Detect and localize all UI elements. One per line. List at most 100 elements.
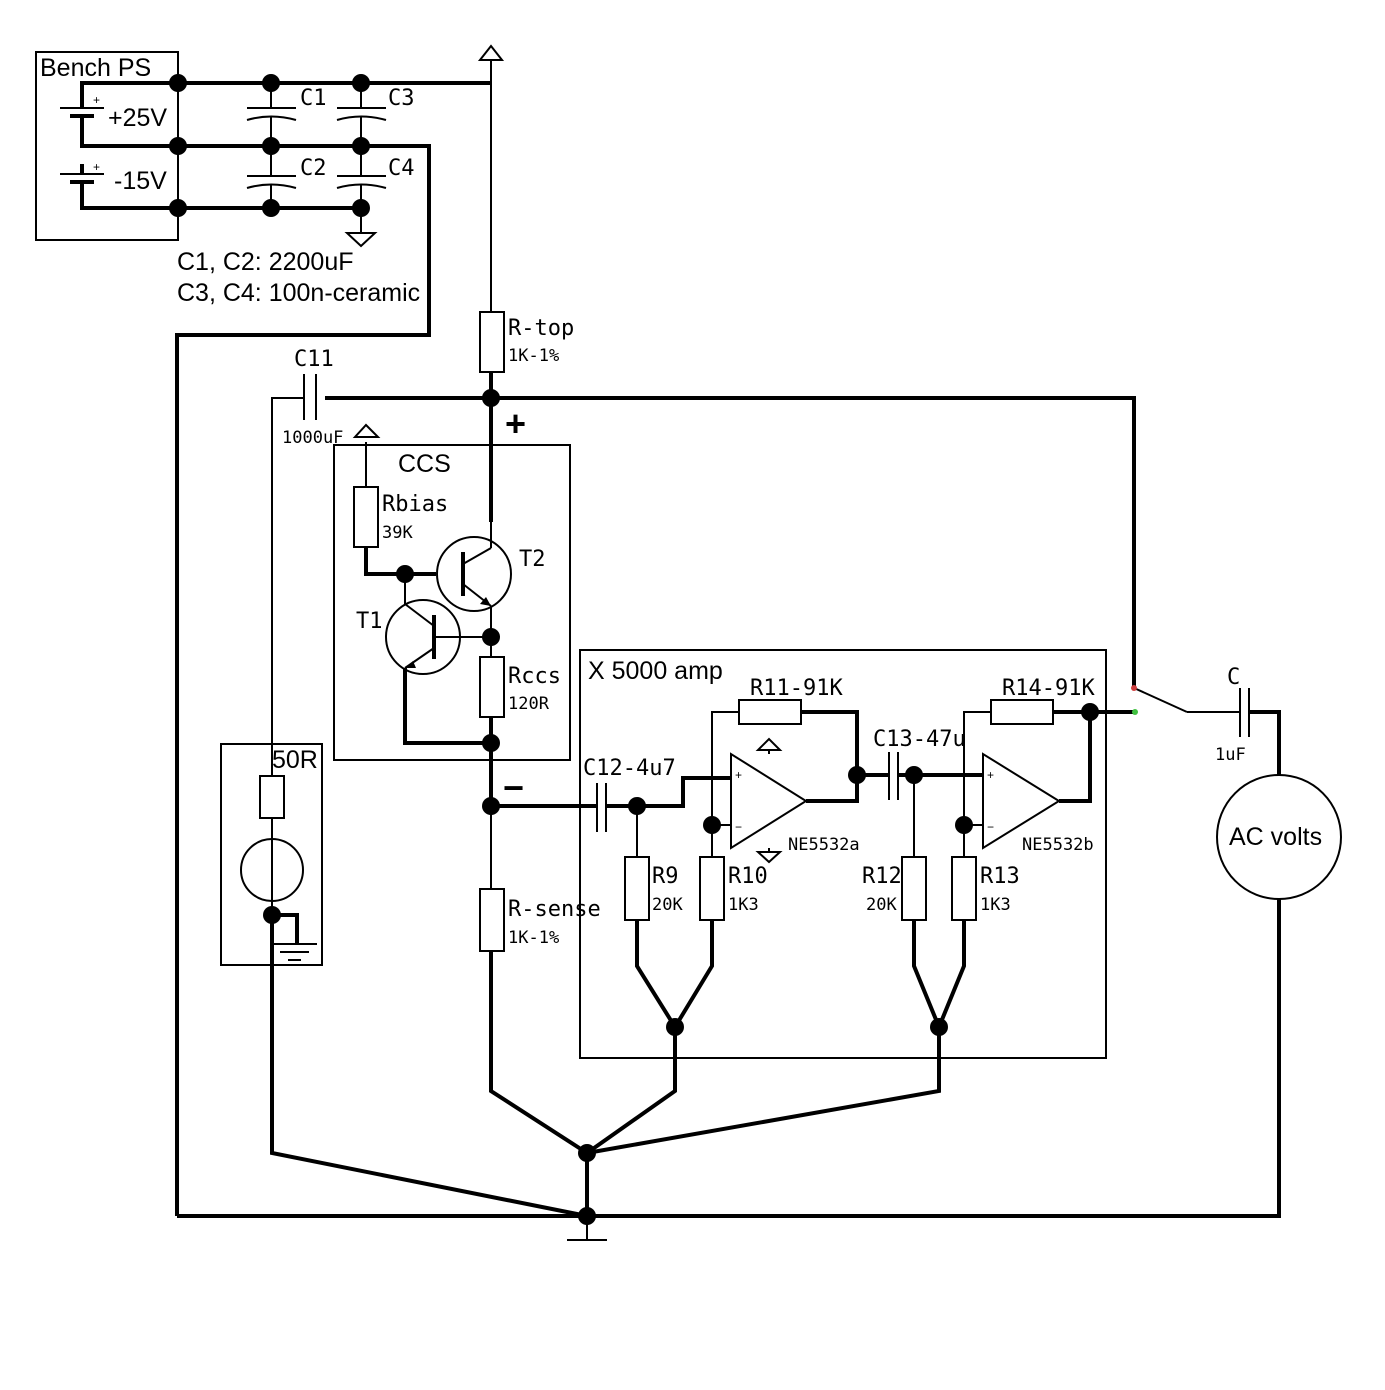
capacitor-c4-icon bbox=[336, 146, 387, 208]
battery-15v-pole: + bbox=[93, 160, 100, 174]
supply-arrow-icon bbox=[477, 44, 505, 61]
r14-resistor bbox=[990, 699, 1054, 725]
r12-resistor bbox=[901, 856, 927, 921]
rbias-resistor bbox=[353, 486, 379, 548]
c11-value: 1000uF bbox=[282, 428, 343, 448]
c12-label: C12-4u7 bbox=[583, 756, 676, 781]
meter-50r-gauge-icon bbox=[240, 838, 304, 902]
battery-25v-pole: + bbox=[93, 93, 100, 107]
c-out-label: C bbox=[1227, 665, 1240, 690]
transistor-t1-icon bbox=[385, 574, 491, 675]
rsense-ground-wire bbox=[489, 951, 589, 1155]
capacitor-c3-icon bbox=[336, 83, 387, 146]
bench-ps-label: Bench PS bbox=[40, 54, 151, 82]
capacitor-c13-icon bbox=[888, 752, 899, 800]
amp-label: X 5000 amp bbox=[588, 657, 723, 685]
cap-note-line1: C1, C2: 2200uF bbox=[177, 248, 354, 276]
rccs-value: 120R bbox=[508, 694, 550, 714]
c1-label: C1 bbox=[300, 86, 327, 111]
r10-lower-wire bbox=[673, 920, 714, 1029]
chassis-ground-icon bbox=[272, 943, 317, 961]
r9-lower-wire bbox=[635, 920, 677, 1029]
supply-15v-label: -15V bbox=[114, 167, 167, 195]
rbias-supply-arrow-icon bbox=[352, 423, 381, 438]
t1-label: T1 bbox=[356, 609, 383, 634]
battery-25v-icon bbox=[60, 98, 104, 126]
plus-node-wire bbox=[325, 396, 1136, 688]
c13-label: C13-47u bbox=[873, 727, 966, 752]
capacitor-c11-icon bbox=[303, 374, 317, 420]
meter-return-wire bbox=[177, 899, 1281, 1218]
r10-label: R10 bbox=[728, 864, 768, 889]
r-top-label: R-top bbox=[508, 316, 574, 341]
meter-50r-return-wire bbox=[270, 915, 588, 1218]
r-sense-label: R-sense bbox=[508, 897, 601, 922]
rccs-label: Rccs bbox=[508, 664, 561, 689]
opb-output-wire bbox=[1059, 712, 1092, 803]
c2-label: C2 bbox=[300, 156, 327, 181]
r14-label: R14-91K bbox=[1002, 676, 1095, 701]
r-sense-value: 1K-1% bbox=[508, 928, 559, 948]
capacitor-c2-icon bbox=[246, 146, 297, 208]
amp-a-ground-wire bbox=[585, 1027, 677, 1155]
meter-input-wire bbox=[1249, 710, 1281, 776]
r11-resistor bbox=[738, 699, 802, 725]
battery-15v-icon bbox=[60, 164, 104, 192]
r9-resistor bbox=[624, 856, 650, 921]
r-sense-resistor bbox=[479, 888, 505, 952]
meter-50r-resistor bbox=[259, 775, 285, 819]
capacitor-c12-icon bbox=[596, 783, 607, 832]
opamp-a-supply-arrow-icon bbox=[755, 737, 783, 751]
r10-resistor bbox=[699, 856, 725, 921]
capacitor-c-out-icon bbox=[1239, 688, 1250, 737]
opamp-a-label: NE5532a bbox=[788, 835, 860, 855]
r13-lower-wire bbox=[937, 920, 966, 1028]
opamp-a-ground-arrow-icon bbox=[755, 851, 783, 864]
r12-label: R12 bbox=[862, 864, 902, 889]
c11-label: C11 bbox=[294, 347, 334, 372]
transistor-t2-icon bbox=[436, 522, 512, 637]
pos-rail-wire bbox=[80, 81, 491, 98]
capacitor-c1-icon bbox=[246, 83, 297, 146]
opamp-a-plus: + bbox=[735, 768, 742, 782]
opamp-a-minus: − bbox=[735, 820, 742, 834]
t2-label: T2 bbox=[519, 547, 546, 572]
r-top-value: 1K-1% bbox=[508, 346, 559, 366]
c3-label: C3 bbox=[388, 86, 415, 111]
r13-label: R13 bbox=[980, 864, 1020, 889]
r10-value: 1K3 bbox=[728, 895, 759, 915]
plus-sign: + bbox=[505, 403, 526, 444]
opamp-a-triangle-icon bbox=[730, 752, 808, 850]
ccs-label: CCS bbox=[398, 450, 451, 478]
r14-feedback-left-wire bbox=[963, 711, 991, 825]
r11-feedback-right-wire bbox=[801, 710, 859, 775]
junction-dots bbox=[169, 74, 1099, 1225]
rccs-resistor bbox=[479, 656, 505, 718]
r13-value: 1K3 bbox=[980, 895, 1011, 915]
opamp-b-plus: + bbox=[987, 768, 994, 782]
amp-box bbox=[579, 649, 1107, 1059]
r12-lower-wire bbox=[912, 920, 941, 1028]
r9-label: R9 bbox=[652, 864, 679, 889]
ac-volts-label: AC volts bbox=[1229, 823, 1322, 851]
c-out-value: 1uF bbox=[1215, 745, 1246, 765]
rbias-value: 39K bbox=[382, 523, 413, 543]
r13-resistor bbox=[951, 856, 977, 921]
r9-value: 20K bbox=[652, 895, 683, 915]
rbias-label: Rbias bbox=[382, 492, 448, 517]
opamp-b-triangle-icon bbox=[982, 752, 1061, 850]
mid-rail-wire bbox=[80, 126, 431, 1216]
amp-b-ground-wire bbox=[586, 1027, 941, 1155]
selector-switch-icon[interactable] bbox=[1131, 685, 1188, 715]
opa-output-wire bbox=[806, 773, 889, 803]
ccs-box bbox=[333, 444, 571, 761]
r-top-resistor bbox=[479, 311, 505, 373]
cap-note-line2: C3, C4: 100n-ceramic bbox=[177, 279, 420, 307]
r11-feedback-left-wire bbox=[711, 711, 739, 825]
minus-sign: − bbox=[503, 767, 524, 808]
meter-50r-label: 50R bbox=[272, 746, 318, 774]
supply-25v-label: +25V bbox=[108, 104, 167, 132]
r11-label: R11-91K bbox=[750, 676, 843, 701]
